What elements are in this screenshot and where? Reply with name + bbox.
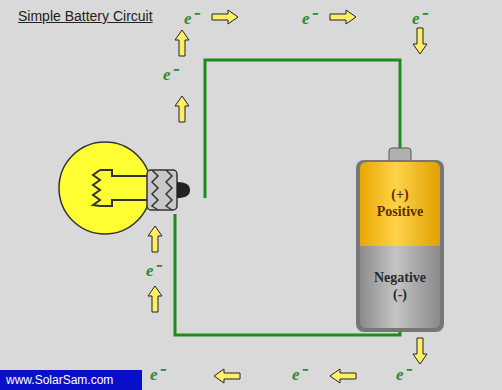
electron-label: e⁻ [146, 258, 160, 281]
electron-label: e⁻ [412, 6, 426, 29]
electron-label: e⁻ [396, 362, 410, 385]
battery-negative: Negative (-) [360, 246, 440, 328]
electron-label: e⁻ [302, 6, 316, 29]
light-bulb [59, 142, 190, 234]
electron-label: e⁻ [150, 362, 164, 385]
battery-positive: (+) Positive [360, 162, 440, 246]
battery-label: (+) Positive [368, 187, 432, 221]
battery-label: Negative (-) [367, 270, 433, 304]
electron-label: e⁻ [163, 62, 177, 85]
watermark-bar [0, 370, 142, 390]
watermark: www.SolarSam.com [6, 373, 113, 387]
diagram-title: Simple Battery Circuit [18, 8, 153, 24]
electron-label: e⁻ [184, 6, 198, 29]
battery-outline [356, 160, 444, 332]
electron-label: e⁻ [292, 362, 306, 385]
